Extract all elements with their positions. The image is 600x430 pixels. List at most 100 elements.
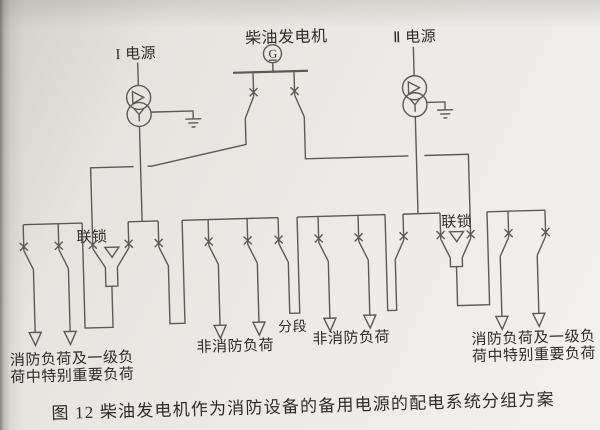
breaker-blade <box>318 242 329 262</box>
jog-route <box>384 214 405 312</box>
gen-right-route-after-crossover <box>424 153 472 239</box>
load-arrow-icon <box>212 324 228 340</box>
wye-winding-icon <box>133 107 145 122</box>
breaker-blade <box>92 248 106 268</box>
breaker-contact-icon <box>354 232 364 242</box>
breaker-contact-icon <box>466 229 476 239</box>
transformer-icon <box>125 84 152 128</box>
bus-tie-route <box>278 217 301 315</box>
diesel-generator: 柴油发电机 G <box>89 27 472 249</box>
breaker-blade <box>244 96 255 119</box>
feeder-right-fire-2 <box>531 210 551 329</box>
generator-symbol-letter: G <box>268 47 277 61</box>
breaker-blade <box>58 249 70 269</box>
source-2-feeder-line <box>414 116 419 214</box>
load-arrow-icon <box>63 330 78 347</box>
delta-winding-icon <box>407 80 421 96</box>
bus-line <box>297 213 386 218</box>
breaker-blade <box>208 245 219 265</box>
breaker-blade <box>499 236 510 257</box>
breaker-contact-icon <box>436 230 446 240</box>
source-1: I 电源 <box>115 45 202 222</box>
interlock-symbol-icon <box>448 230 465 243</box>
breaker-blade <box>358 241 369 261</box>
interlock-left-breaker-tx-side <box>116 221 134 268</box>
generator-label: 柴油发电机 <box>245 27 328 47</box>
bus-right-small <box>402 212 441 215</box>
feeder-left-fire-1 <box>19 224 43 348</box>
delta-winding-icon <box>131 90 146 105</box>
load-arrow-icon <box>251 321 267 337</box>
interlock-left-junction <box>104 267 119 288</box>
ground-icon <box>426 101 454 119</box>
feeder-left-nonfire-1 <box>204 219 228 340</box>
breaker-contact-icon <box>274 235 284 245</box>
interlock-left-label: 联锁 <box>76 228 107 246</box>
interlock-symbol-icon <box>103 246 121 259</box>
breaker-contact-icon <box>289 86 300 96</box>
source-2-lead <box>412 46 415 76</box>
interlock-right-junction <box>449 257 464 268</box>
breaker-contact-icon <box>503 228 514 238</box>
left-nonfire-load-label: 非消防负荷 <box>196 337 274 356</box>
left-fire-load-label-line1: 消防负荷及一级负 <box>10 349 134 369</box>
bus-right-middle: 非消防负荷 <box>297 213 390 348</box>
bus-line <box>182 216 279 221</box>
breaker-contact-icon <box>154 238 164 248</box>
source-2: Ⅱ 电源 <box>393 28 454 214</box>
interlock-right-breaker-gen-side <box>461 229 476 258</box>
load-arrow-icon <box>322 317 337 333</box>
breaker-contact-icon <box>124 239 134 249</box>
feeder-tx2-to-nonfire-bus <box>384 214 409 312</box>
gen-right-route <box>303 116 409 160</box>
load-arrow-icon <box>28 331 43 348</box>
breaker-contact-icon <box>248 87 259 97</box>
bus-line <box>23 222 83 226</box>
generator-icon: G <box>262 44 283 64</box>
feeder-left-fire-2 <box>54 223 78 347</box>
bus-left-small <box>128 220 159 223</box>
gen-left-route <box>147 118 247 167</box>
breaker-blade <box>440 238 451 259</box>
generator-breaker-left <box>89 72 259 249</box>
right-fire-load-label-line2: 荷中特别重要负荷 <box>472 345 596 365</box>
breaker-contact-icon <box>243 235 253 246</box>
interlock-right-output-riser <box>455 211 491 307</box>
gen-left-route-after-crossover <box>89 165 134 249</box>
interlock-right: 联锁 <box>436 211 491 307</box>
breaker-contact-icon <box>540 227 551 237</box>
feeder-right-nonfire-1 <box>314 216 337 333</box>
breaker-contact-icon <box>314 233 324 244</box>
interlock-right-label: 联锁 <box>441 213 472 231</box>
breaker-blade <box>294 94 305 118</box>
bus-left-middle: 非消防负荷 <box>182 216 279 356</box>
bus-line <box>486 209 545 213</box>
wye-winding-icon <box>409 98 421 112</box>
right-nonfire-load-label: 非消防负荷 <box>312 329 390 348</box>
source-1-feeder-line <box>138 126 143 222</box>
figure-caption: 图 12 柴油发电机作为消防设备的备用电源的配电系统分组方案 <box>51 390 555 423</box>
breaker-blade <box>461 237 472 258</box>
breaker-blade <box>116 247 130 268</box>
breaker-contact-icon <box>88 240 98 250</box>
feeder-right-nonfire-2 <box>354 215 377 330</box>
bus-tie-label: 分段 <box>278 319 307 336</box>
breaker-blade <box>536 235 547 256</box>
left-fire-load-label-line2: 荷中特别重要负荷 <box>10 366 134 386</box>
breaker-contact-icon <box>54 241 64 251</box>
generator-breaker-right <box>289 71 472 239</box>
right-fire-load-label-line1: 消防负荷及一级负 <box>471 328 595 348</box>
feeder-tx1-to-nonfire-bus <box>154 220 186 325</box>
feeder-right-fire-1 <box>494 211 514 332</box>
bus-right-fire: 消防负荷及一级负 荷中特别重要负荷 <box>471 209 596 365</box>
interlock-left-breaker-gen-side <box>88 240 106 268</box>
source-1-label: I 电源 <box>115 45 156 63</box>
breaker-contact-icon <box>399 231 409 241</box>
transformer-icon <box>401 75 428 118</box>
breaker-contact-icon <box>19 242 29 252</box>
breaker-blade <box>247 244 258 264</box>
interlock-left-output-riser <box>81 223 114 329</box>
